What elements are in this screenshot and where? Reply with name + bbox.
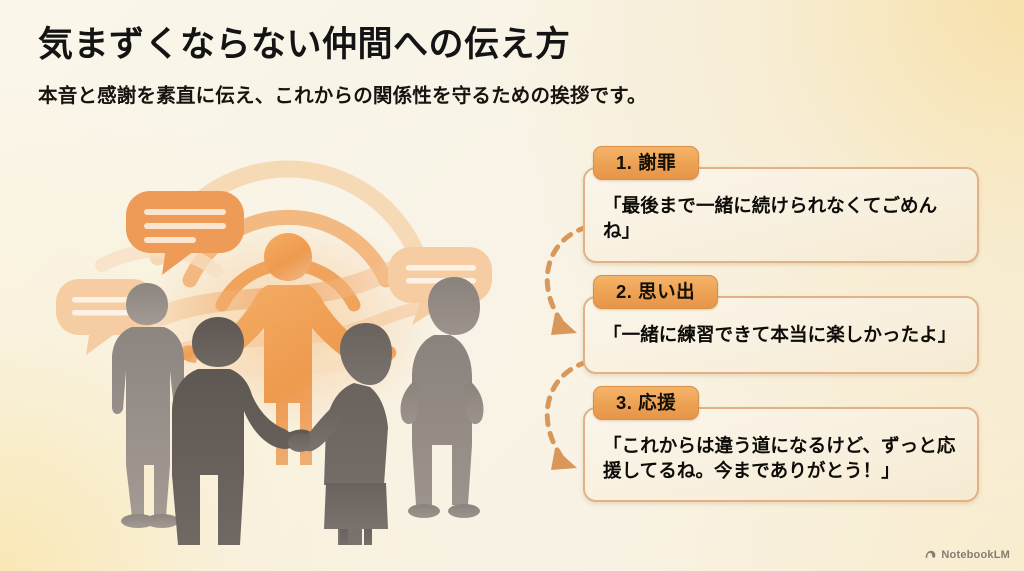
step-card-2-body: 「一緒に練習できて本当に楽しかったよ」 — [583, 295, 979, 374]
illustration-graphic — [56, 160, 492, 545]
page-title: 気まずくならない仲間への伝え方 — [38, 25, 571, 64]
step-card-2-tab: 2. 思い出 — [593, 274, 719, 309]
arrowhead-icon — [551, 313, 577, 335]
watermark-label: NotebookLM — [941, 548, 1010, 561]
speech-bubble-icon — [126, 191, 244, 275]
step-card-3-body: 「これからは違う道になるけど、ずっと応援してるね。今までありがとう！」 — [583, 407, 979, 503]
step-card-3[interactable]: 3. 応援 「これからは違う道になるけど、ずっと応援してるね。今までありがとう！… — [583, 385, 979, 503]
central-speaker-figure — [179, 233, 397, 465]
dashed-curve — [544, 224, 590, 324]
dashed-curve — [544, 359, 590, 459]
participant-figure — [288, 323, 392, 545]
page-subtitle: 本音と感謝を素直に伝え、これからの関係性を守るための挨拶です。 — [38, 85, 647, 108]
step-card-1-text: 「最後まで一緒に続けられなくてごめんね」 — [603, 195, 938, 242]
step-card-2-text: 「一緒に練習できて本当に楽しかったよ」 — [603, 323, 957, 345]
steps-list: 1. 謝罪 「最後まで一緒に続けられなくてごめんね」 2. 思い出 「一緒に練習… — [583, 146, 979, 503]
illustration — [40, 145, 530, 545]
arrowhead-icon — [551, 448, 577, 470]
step-card-1-body: 「最後まで一緒に続けられなくてごめんね」 — [583, 167, 979, 263]
step-card-1[interactable]: 1. 謝罪 「最後まで一緒に続けられなくてごめんね」 — [583, 146, 979, 263]
header: 気まずくならない仲間への伝え方 本音と感謝を素直に伝え、これからの関係性を守るた… — [38, 24, 678, 108]
participant-figure — [112, 283, 184, 528]
step-card-3-text: 「これからは違う道になるけど、ずっと応援してるね。今までありがとう！」 — [603, 435, 956, 482]
step-card-3-tab: 3. 応援 — [593, 385, 700, 421]
watermark: NotebookLM — [924, 548, 1010, 561]
notebooklm-logo-icon — [926, 550, 936, 558]
step-card-1-tab: 1. 謝罪 — [593, 146, 700, 181]
participant-figure — [400, 277, 484, 518]
step-card-2[interactable]: 2. 思い出 「一緒に練習できて本当に楽しかったよ」 — [583, 274, 979, 374]
